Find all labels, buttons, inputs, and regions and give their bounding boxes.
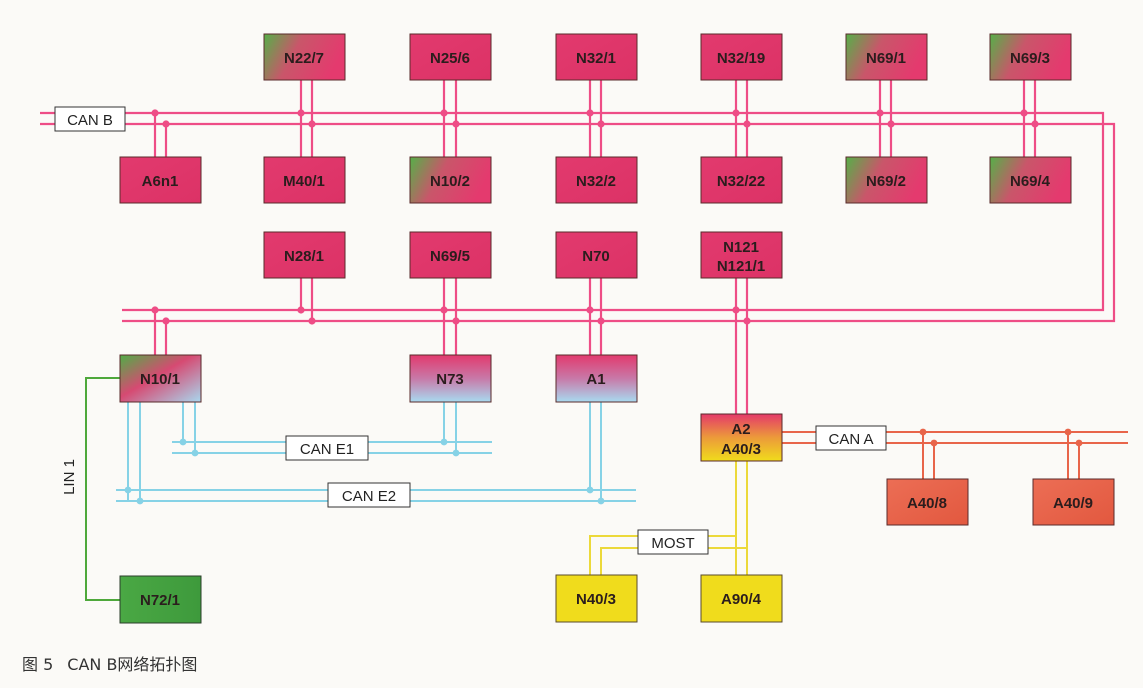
node-label: N28/1 [284, 248, 324, 265]
node-label-line1: A2 [731, 421, 750, 438]
node-a1: A1 [555, 354, 638, 403]
node-label: N32/22 [717, 173, 765, 190]
figure-title: CAN B网络拓扑图 [67, 655, 198, 674]
most-label: MOST [637, 529, 709, 555]
node-n22-7: N22/7 [263, 33, 346, 81]
node-n69-3: N69/3 [989, 33, 1072, 81]
node-n121: N121 N121/1 [700, 231, 783, 279]
most-label-text: MOST [651, 535, 694, 552]
node-n10-1: N10/1 [119, 354, 202, 403]
node-a2-a40-3: A2 A40/3 [700, 413, 783, 462]
node-label: N22/7 [284, 50, 324, 67]
node-label: M40/1 [283, 173, 325, 190]
can-e2-label: CAN E2 [327, 482, 411, 508]
node-n32-2: N32/2 [555, 156, 638, 204]
node-n32-22: N32/22 [700, 156, 783, 204]
can-e2-label-text: CAN E2 [342, 488, 396, 505]
node-label: N69/3 [1010, 50, 1050, 67]
node-n69-2: N69/2 [845, 156, 928, 204]
can-b-junction-dots [151, 109, 1039, 325]
node-a6n1: A6n1 [119, 156, 202, 204]
node-n72-1: N72/1 [119, 575, 202, 624]
can-a-label-text: CAN A [828, 431, 873, 448]
node-label: N72/1 [140, 592, 180, 609]
node-a90-4: A90/4 [700, 574, 783, 623]
node-label: N25/6 [430, 50, 470, 67]
node-label: N70 [582, 248, 610, 265]
node-label: N69/2 [866, 173, 906, 190]
node-a40-9: A40/9 [1032, 478, 1115, 526]
node-label: N10/1 [140, 371, 180, 388]
node-m40-1: M40/1 [263, 156, 346, 204]
node-label-line1: N121 [723, 239, 759, 256]
lin-bus-wire [85, 377, 120, 601]
node-n70: N70 [555, 231, 638, 279]
node-a40-8: A40/8 [886, 478, 969, 526]
node-n73: N73 [409, 354, 492, 403]
node-n25-6: N25/6 [409, 33, 492, 81]
node-n40-3: N40/3 [555, 574, 638, 623]
can-a-label: CAN A [815, 425, 887, 451]
node-label: N73 [436, 371, 464, 388]
figure-number: 图 5 [22, 655, 54, 674]
can-e1-label-text: CAN E1 [300, 441, 354, 458]
can-b-label-text: CAN B [67, 112, 113, 129]
node-n32-19: N32/19 [700, 33, 783, 81]
most-bus-wires [589, 461, 748, 575]
node-label: N69/5 [430, 248, 470, 265]
node-n69-1: N69/1 [845, 33, 928, 81]
node-label: N32/2 [576, 173, 616, 190]
node-label: N69/4 [1010, 173, 1051, 190]
node-label: N10/2 [430, 173, 470, 190]
node-label-line2: A40/3 [721, 441, 761, 458]
node-n32-1: N32/1 [555, 33, 638, 81]
lin1-label: LIN 1 [61, 459, 78, 495]
lin1-label-text: LIN 1 [61, 459, 78, 495]
node-label: A40/8 [907, 495, 947, 512]
can-b-bus-wires [40, 80, 1116, 414]
node-n69-4: N69/4 [989, 156, 1072, 204]
node-n10-2: N10/2 [409, 156, 492, 204]
node-label: A1 [586, 371, 605, 388]
node-n28-1: N28/1 [263, 231, 346, 279]
node-label: A90/4 [721, 591, 762, 608]
node-label-line2: N121/1 [717, 258, 765, 275]
node-label: A6n1 [142, 173, 179, 190]
node-label: N32/1 [576, 50, 616, 67]
node-label: N32/19 [717, 50, 765, 67]
can-a-junction-dots [919, 428, 1083, 447]
node-label: N40/3 [576, 591, 616, 608]
node-n69-5: N69/5 [409, 231, 492, 279]
node-label: N69/1 [866, 50, 906, 67]
node-label: A40/9 [1053, 495, 1093, 512]
can-e-junction-dots [124, 438, 605, 505]
can-b-label: CAN B [54, 106, 126, 132]
can-e1-label: CAN E1 [285, 435, 369, 461]
figure-caption: 图 5 CAN B网络拓扑图 [22, 651, 211, 675]
